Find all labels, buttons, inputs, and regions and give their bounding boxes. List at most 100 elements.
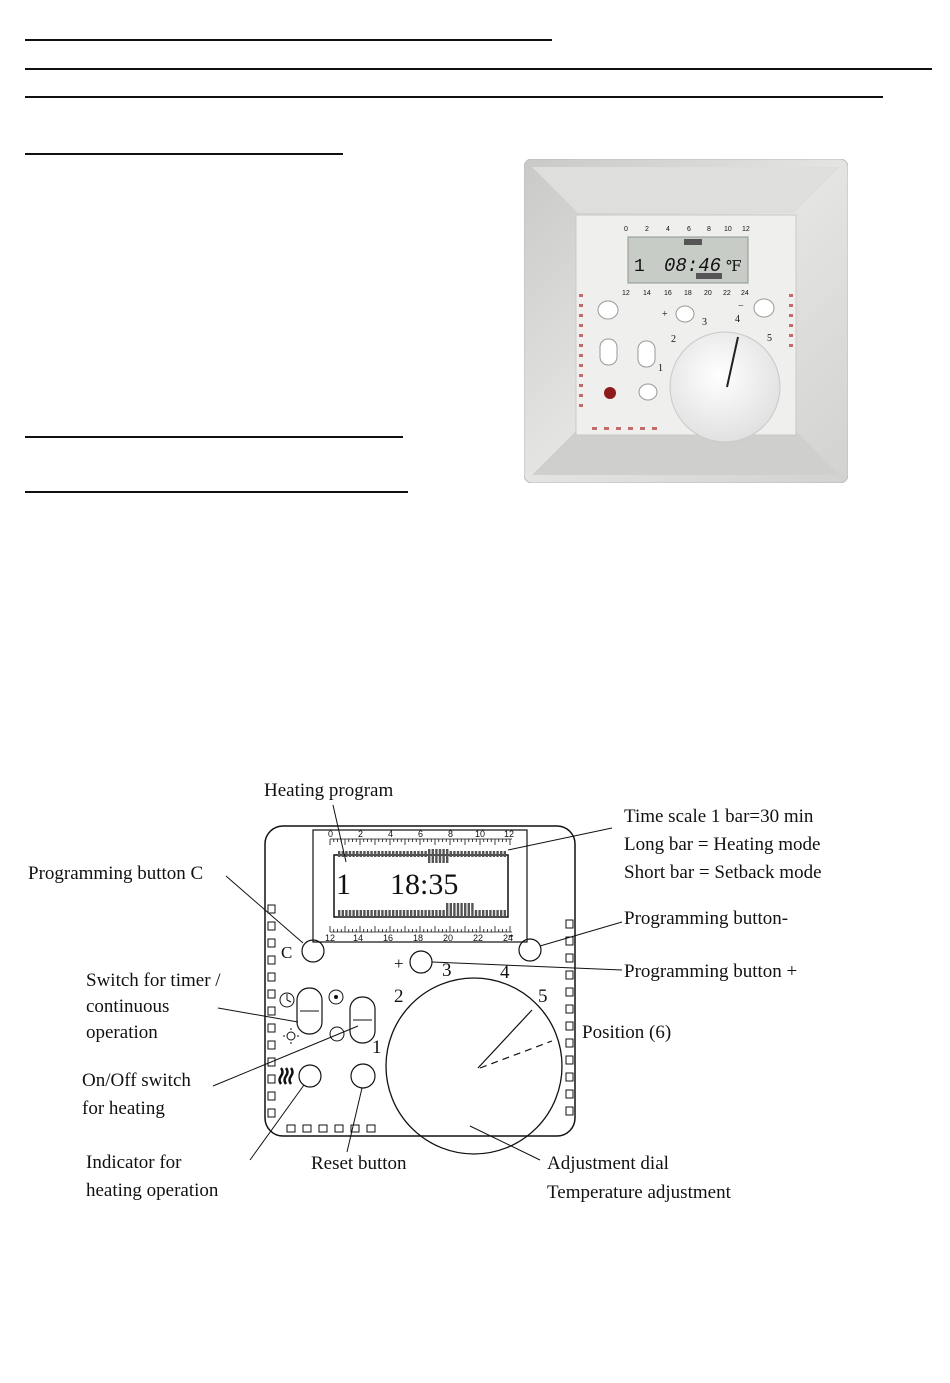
diagram-lcd-program: 1: [336, 868, 351, 901]
photo-plus-label: +: [662, 309, 668, 320]
setback-bar: [374, 851, 377, 857]
diagram-plus-label: +: [394, 954, 404, 973]
setback-bar: [338, 910, 341, 916]
photo-heating-switch: [637, 340, 656, 368]
setback-bar: [420, 910, 424, 916]
photo-dial-positions: 1 2 3 4 5: [658, 314, 772, 374]
setback-bar: [402, 910, 406, 916]
setback-bar: [464, 851, 467, 857]
setback-bar: [406, 851, 409, 857]
setback-bar: [413, 851, 416, 857]
callout-position: Position (6): [582, 1022, 672, 1043]
heating-bar: [435, 849, 438, 863]
setback-bar: [370, 910, 373, 916]
setback-bar: [374, 910, 377, 916]
setback-bar: [503, 851, 506, 857]
heating-bar: [428, 849, 431, 863]
setback-bar: [410, 851, 413, 857]
diagram-heating-switch: [349, 996, 376, 1044]
photo-button-c: [597, 300, 619, 320]
diagram-time-bars-top: [338, 849, 506, 863]
heating-bar: [438, 849, 442, 863]
diagram-button-c: [301, 939, 325, 963]
setback-bar: [449, 851, 452, 857]
setback-bar: [417, 910, 420, 916]
setback-bar: [348, 851, 352, 857]
setback-bar: [366, 910, 370, 916]
photo-button-minus: [753, 298, 775, 318]
setback-bar: [420, 851, 424, 857]
diagram-minus-label: -: [508, 925, 514, 944]
setback-bar: [478, 851, 481, 857]
callout-time-scale: Time scale 1 bar=30 min: [624, 806, 814, 827]
setback-bar: [413, 910, 416, 916]
setback-bar: [482, 851, 485, 857]
setback-bar: [424, 910, 427, 916]
callout-switch-timer-2: continuous: [86, 996, 170, 1017]
diagram-small-circle: [329, 1026, 345, 1042]
setback-bar: [377, 851, 380, 857]
heating-bar: [442, 849, 445, 863]
callout-long-bar: Long bar = Heating mode: [624, 834, 821, 855]
setback-bar: [381, 910, 384, 916]
heating-bar: [453, 903, 456, 917]
heading-rule-3: [25, 96, 883, 98]
setback-bar: [345, 851, 348, 857]
callout-indicator-2: heating operation: [86, 1180, 219, 1201]
setback-bar: [485, 851, 488, 857]
setback-bar: [456, 851, 460, 857]
setback-bar: [435, 910, 438, 916]
setback-bar: [406, 910, 409, 916]
callout-dial-2: Temperature adjustment: [547, 1182, 731, 1203]
setback-bar: [485, 910, 488, 916]
setback-bar: [384, 851, 388, 857]
setback-bar: [338, 851, 341, 857]
setback-bar: [359, 851, 362, 857]
section-rule-2: [25, 436, 403, 438]
setback-bar: [341, 910, 344, 916]
diagram-time-bars-bottom: [338, 903, 506, 917]
photo-button-plus: [675, 305, 695, 323]
setback-bar: [471, 851, 474, 857]
setback-bar: [377, 910, 380, 916]
setback-bar: [384, 910, 388, 916]
heating-bar: [456, 903, 460, 917]
setback-bar: [460, 851, 463, 857]
callout-onoff-1: On/Off switch: [82, 1070, 191, 1091]
setback-bar: [388, 910, 391, 916]
setback-bar: [424, 851, 427, 857]
diagram-button-plus: [409, 950, 433, 974]
heating-icon: [278, 1067, 294, 1085]
setback-bar: [474, 910, 478, 916]
setback-bar: [348, 910, 352, 916]
diagram-lcd-time: 18:35: [390, 868, 458, 901]
callout-reset: Reset button: [311, 1153, 407, 1174]
setback-bar: [442, 910, 445, 916]
section-rule-1: [25, 153, 343, 155]
diagram-dial-positions: 1 2 3 4 5: [372, 960, 548, 1058]
heating-bar: [464, 903, 467, 917]
setback-bar: [388, 851, 391, 857]
callout-prog-button-minus: Programming button-: [624, 908, 789, 929]
photo-heating-indicator: [604, 387, 616, 399]
setback-bar: [503, 910, 506, 916]
callout-onoff-2: for heating: [82, 1098, 165, 1119]
photo-timer-switch: [599, 338, 618, 366]
heating-bar: [471, 903, 474, 917]
clock-icon: [279, 992, 295, 1008]
callout-prog-button-plus: Programming button +: [624, 961, 798, 982]
callout-switch-timer-1: Switch for timer /: [86, 970, 221, 991]
setback-bar: [478, 910, 481, 916]
photo-lcd-time: 08:46: [664, 255, 721, 277]
setback-bar: [489, 851, 492, 857]
diagram-heating-indicator: [298, 1064, 322, 1088]
setback-bar: [467, 851, 470, 857]
callout-prog-button-c: Programming button C: [28, 863, 204, 884]
callout-leader-lines: [212, 804, 623, 1161]
setback-bar: [500, 910, 503, 916]
diagram-adjustment-dial: [385, 977, 563, 1155]
